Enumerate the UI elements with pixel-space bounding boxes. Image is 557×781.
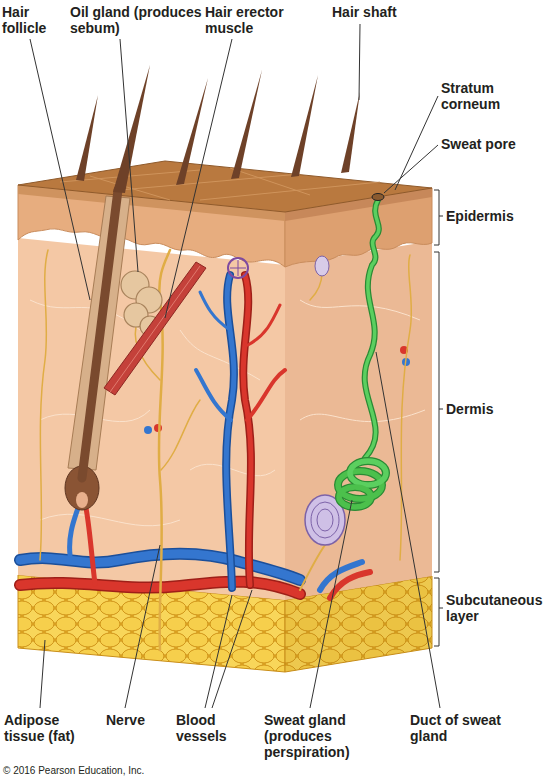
hairs-part [176, 78, 208, 185]
leader-lines-part [310, 500, 352, 708]
blood-vessels-part-part [243, 275, 251, 585]
part-label: Hair follicle [2, 4, 64, 36]
blood-vessels-part-part [247, 370, 285, 420]
blood-vessels-part-part [70, 508, 78, 555]
sweat-gland-part [338, 461, 386, 507]
hair-follicle [65, 65, 150, 510]
leader-lines-part [395, 96, 438, 190]
hair-follicle-part [82, 190, 118, 478]
layer-brackets-part [434, 190, 443, 245]
epidermis-layer-part [60, 168, 380, 200]
blood-vessels-part [144, 426, 152, 434]
part-label: Hair shaft [332, 4, 424, 20]
sweat-gland [338, 194, 386, 508]
hairs [76, 70, 360, 185]
hairs-part [76, 95, 98, 181]
hair-erector-muscle-part [104, 262, 206, 395]
sweat-gland-part-part [339, 487, 371, 507]
epidermis-layer-part-part [90, 176, 170, 200]
hair-erector-muscle [104, 262, 206, 395]
leader-lines-part [212, 590, 252, 708]
layer-label: Epidermis [446, 208, 551, 224]
epidermis-layer-part-part [200, 182, 380, 200]
blood-vessels-part-part [86, 508, 95, 584]
blood-vessels-part-part [248, 305, 280, 345]
blood-vessels-part-part [243, 275, 251, 585]
leader-lines-part [205, 595, 232, 708]
blood-vessels-part-part [320, 562, 362, 590]
part-label: Adipose tissue (fat) [4, 712, 96, 744]
sweat-gland-part-part [350, 461, 386, 485]
blood-vessels-part-part [226, 275, 234, 588]
sweat-gland-part [365, 200, 379, 458]
pacinian-corpuscles-part [317, 509, 333, 531]
hairs-part [291, 75, 318, 177]
leader-lines-part [125, 545, 160, 708]
hair-follicle-part [76, 492, 88, 508]
copyright-note: © 2016 Pearson Education, Inc. [3, 765, 263, 777]
leader-lines-part [40, 640, 45, 708]
blood-vessels-part [230, 260, 246, 276]
layer-brackets [434, 190, 443, 646]
part-label: Sweat gland (produces perspiration) [264, 712, 384, 760]
blood-vessels-part [154, 424, 162, 432]
nerves-part [400, 255, 411, 560]
layer-brackets-part [434, 578, 443, 646]
nerves-part [300, 545, 325, 590]
dermis-layer-part-part [190, 464, 275, 476]
hair-erector-muscle-part [110, 266, 200, 392]
hair-follicle-part [113, 65, 150, 193]
nerves-part [40, 250, 48, 560]
leader-lines-part [30, 39, 90, 300]
dermis-layer-part [285, 241, 432, 600]
leader-lines-part [120, 39, 138, 272]
layer-label: Dermis [446, 401, 551, 417]
dermis-layer-part-part [40, 514, 180, 526]
pacinian-corpuscles-part [315, 256, 329, 276]
part-label: Sweat pore [441, 136, 551, 152]
leader-lines [30, 24, 440, 708]
leader-lines-part [376, 352, 440, 708]
sweat-gland-part [338, 461, 386, 507]
dermis-layer-part-part [300, 410, 425, 422]
leader-lines-part [165, 39, 232, 318]
part-label: Stratum corneum [441, 80, 551, 112]
leader-lines-part [359, 24, 360, 100]
part-label: Nerve [106, 712, 168, 728]
dermis-layer-part [18, 238, 285, 600]
blood-vessels-part-part [196, 370, 231, 420]
hairs-part [341, 92, 360, 173]
dermis-layer-part-part [300, 300, 420, 320]
nerves-part [161, 400, 200, 470]
part-label: Oil gland (produces sebum) [70, 4, 202, 36]
leader-lines-part [384, 145, 438, 193]
part-label: Duct of sweat gland [410, 712, 530, 744]
blood-vessels-part [228, 258, 248, 278]
blood-vessels-part-part [226, 275, 234, 588]
sweat-gland-part [372, 194, 384, 201]
layer-label: Subcutaneous layer [446, 592, 554, 624]
hairs-part [231, 70, 262, 179]
part-label: Blood vessels [176, 712, 256, 744]
part-label: Hair erector muscle [205, 4, 300, 36]
sweat-gland-part [365, 200, 379, 458]
pacinian-corpuscles-part [311, 502, 339, 538]
blood-vessels-part-part [200, 292, 230, 330]
layer-brackets-part [434, 252, 443, 572]
